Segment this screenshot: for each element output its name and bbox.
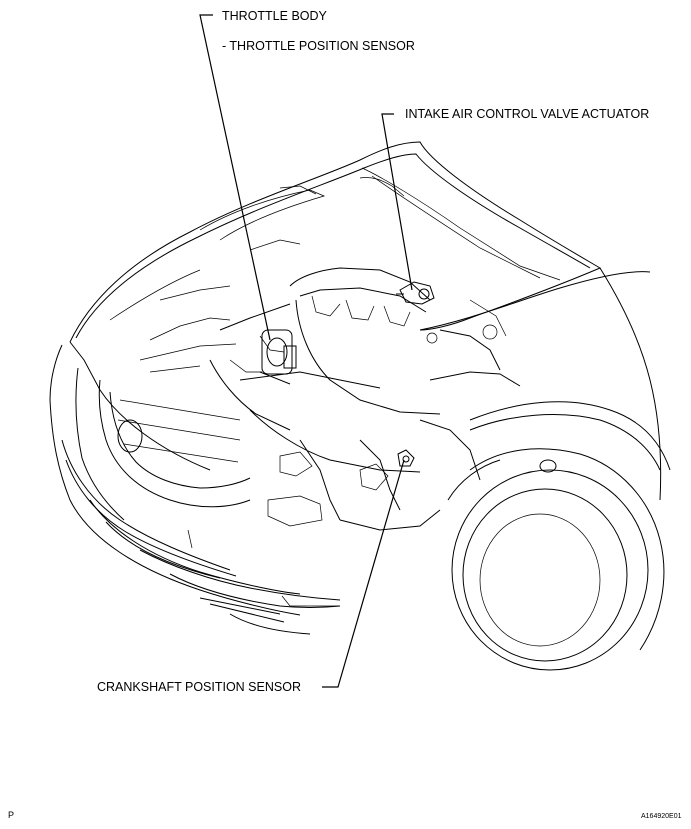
- front-bumper-grille: [61, 379, 341, 635]
- body-fenders: [49, 267, 671, 616]
- front-wheel: [447, 448, 665, 671]
- throttle-position-sensor-label: - THROTTLE POSITION SENSOR: [222, 39, 415, 53]
- crankshaft-position-sensor-leader-line: [322, 459, 405, 688]
- intake-air-control-valve-actuator-label: INTAKE AIR CONTROL VALVE ACTUATOR: [405, 107, 649, 121]
- throttle-body-component: [259, 329, 297, 385]
- leader-lines: [199, 14, 413, 688]
- vehicle-front-illustration: [49, 141, 671, 671]
- intake-air-control-valve-actuator-component: [396, 281, 435, 305]
- crankshaft-position-sensor-label: CRANKSHAFT POSITION SENSOR: [97, 680, 301, 694]
- figure-code: A164920E01: [641, 813, 682, 820]
- callout-labels: THROTTLE BODY - THROTTLE POSITION SENSOR…: [97, 9, 649, 694]
- intake-air-control-valve-leader-line: [381, 113, 413, 291]
- page-marker: P: [8, 810, 14, 820]
- engine-assembly: [139, 239, 521, 531]
- throttle-body-leader-line: [199, 14, 271, 341]
- hood-outline: [69, 141, 602, 343]
- throttle-body-label: THROTTLE BODY: [222, 9, 328, 23]
- crankshaft-position-sensor-component: [397, 449, 415, 467]
